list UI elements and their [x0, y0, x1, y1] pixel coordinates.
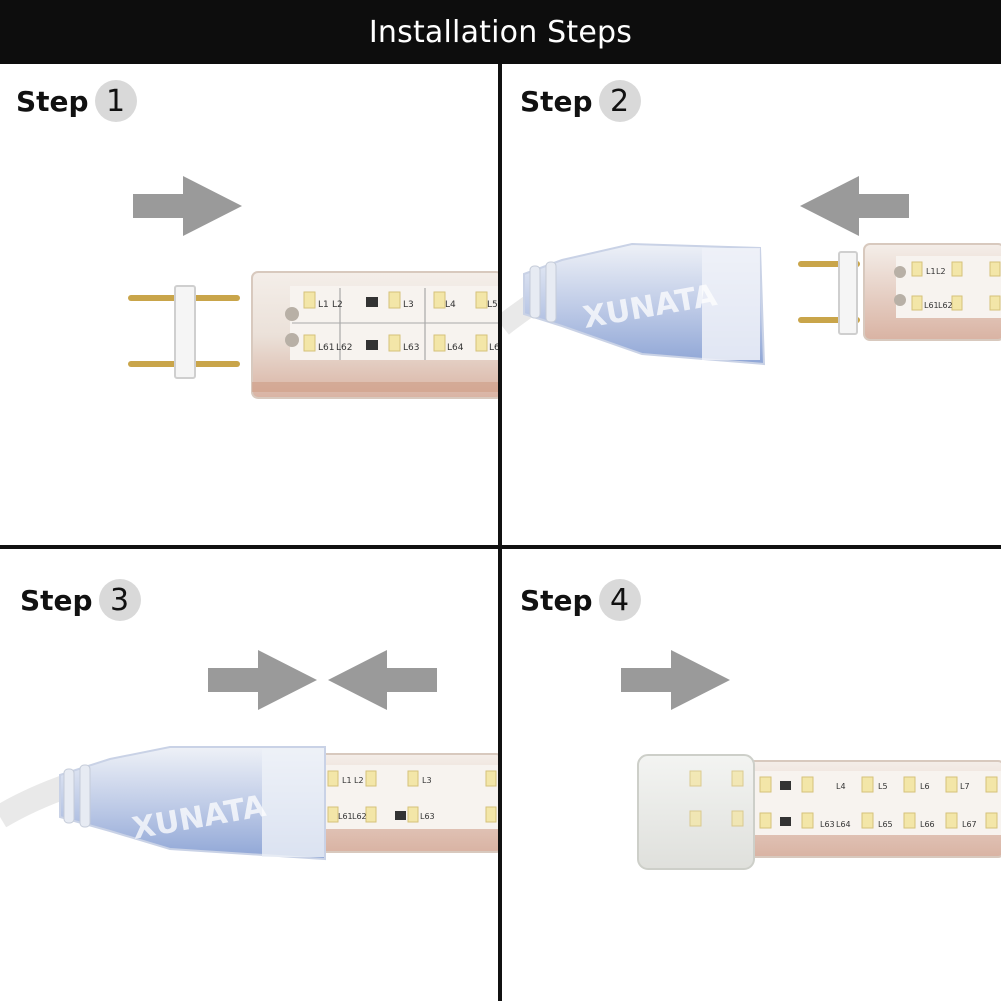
strip-label: L1 [926, 267, 936, 276]
strip-label: L5 [878, 782, 888, 791]
strip-label: L63 [420, 812, 435, 821]
arrow-right-icon [621, 650, 730, 710]
strip-label: L64 [836, 820, 851, 829]
end-cap [637, 754, 755, 870]
strip-label: L3 [422, 776, 432, 785]
led-strip: L1 L2 L3 L61 L62 L63 [299, 753, 498, 853]
strip-label: L1 [342, 776, 352, 785]
strip-label: L6 [920, 782, 930, 791]
step-number-badge: 3 [98, 579, 141, 621]
step-4-panel: Step 4 [502, 549, 1001, 1001]
step-1-panel: Step 1 [0, 64, 498, 545]
vertical-divider [498, 64, 502, 1001]
step-word: Step [520, 84, 593, 118]
strip-label: L62 [336, 343, 352, 353]
page-title: Installation Steps [368, 14, 633, 50]
step-3-illustration: L1 L2 L3 L61 L62 L63 XUNATA [0, 650, 498, 861]
step-3-label: Step 3 [20, 579, 141, 621]
led-strip: L1 L2 L61 L62 [863, 243, 1001, 341]
two-pin-connector [798, 251, 860, 335]
strip-label: L1 [318, 300, 329, 310]
strip-label: L4 [836, 782, 846, 791]
step-word: Step [20, 583, 93, 617]
power-plug: XUNATA [59, 746, 326, 861]
step-4-label: Step 4 [520, 579, 641, 621]
step-3-panel: Step 3 [0, 549, 498, 1001]
strip-label: L66 [920, 820, 935, 829]
step-1-illustration: L1 L2 L3 L4 L5 L61 L62 L63 L64 L65 [128, 176, 498, 399]
strip-label: L2 [354, 776, 364, 785]
step-2-label: Step 2 [520, 80, 641, 122]
step-word: Step [520, 583, 593, 617]
horizontal-divider [0, 545, 1001, 549]
power-plug: XUNATA [523, 242, 766, 366]
strip-label: L2 [332, 300, 343, 310]
step-word: Step [16, 84, 89, 118]
step-number-badge: 4 [598, 579, 641, 621]
strip-label: L64 [447, 343, 464, 353]
step-1-label: Step 1 [16, 80, 137, 122]
strip-label: L2 [936, 267, 946, 276]
arrow-right-icon [208, 650, 317, 710]
arrow-left-icon [800, 176, 909, 236]
strip-label: L63 [403, 343, 419, 353]
strip-label: L3 [403, 300, 414, 310]
step-2-panel: Step 2 [502, 64, 1001, 545]
strip-label: L61 [338, 812, 353, 821]
strip-label: L61 [318, 343, 334, 353]
strip-label: L65 [489, 343, 498, 353]
strip-label: L7 [960, 782, 970, 791]
arrow-right-icon [133, 176, 242, 236]
two-pin-connector [128, 285, 240, 379]
strip-label: L65 [878, 820, 893, 829]
strip-label: L67 [962, 820, 977, 829]
step-2-illustration: XUNATA L1 L2 L61 [502, 176, 1001, 366]
strip-label: L61 [924, 301, 939, 310]
strip-label: L4 [445, 300, 456, 310]
led-strip: L1 L2 L3 L4 L5 L61 L62 L63 L64 L65 [251, 271, 498, 399]
strip-label: L62 [352, 812, 367, 821]
strip-label: L5 [487, 300, 498, 310]
arrow-left-icon [328, 650, 437, 710]
strip-label: L63 [820, 820, 835, 829]
step-number-badge: 1 [94, 80, 137, 122]
strip-label: L62 [938, 301, 953, 310]
step-number-badge: 2 [598, 80, 641, 122]
step-4-illustration: L4 L5 L6 L7 L63 L64 L65 L66 L67 [621, 650, 1001, 870]
header-bar: Installation Steps [0, 0, 1001, 64]
led-strip: L4 L5 L6 L7 L63 L64 L65 L66 L67 [741, 760, 1001, 858]
